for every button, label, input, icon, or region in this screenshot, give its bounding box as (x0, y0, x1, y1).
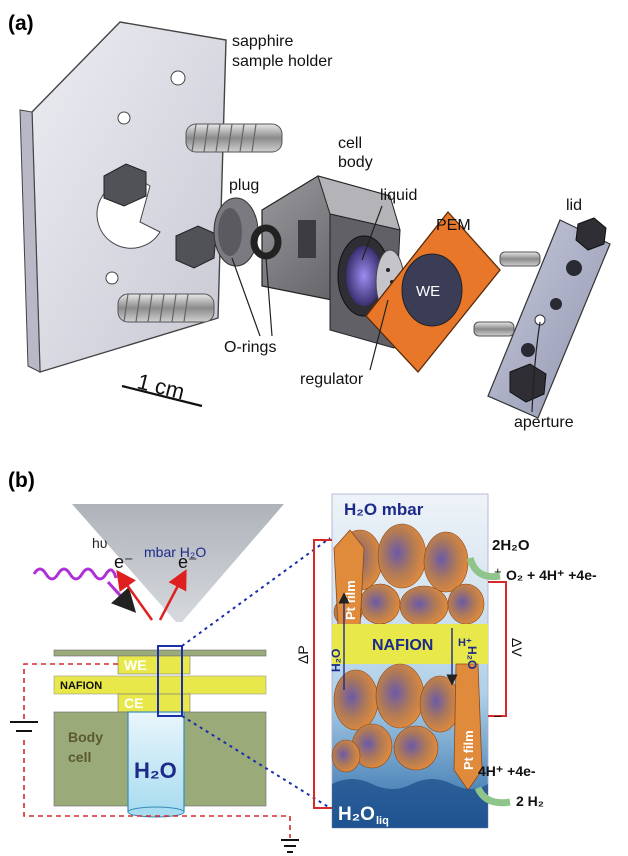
electron-arrow-right (158, 569, 187, 621)
body-label-2: cell (68, 749, 91, 765)
electron-arrow-left (116, 569, 154, 621)
reaction-top-b: O₂ + 4H⁺ +4e- (506, 567, 597, 583)
body-label-1: Body (68, 729, 103, 745)
oring-pointer-1 (231, 257, 261, 337)
vacuum-cone (72, 504, 284, 622)
aperture-pointer (531, 321, 541, 413)
scale-label: 1 cm (135, 369, 187, 405)
cell-label-1: cell (338, 135, 362, 152)
regulator-label: regulator (300, 371, 364, 388)
we-layer (117, 655, 191, 675)
pem-label: PEM (436, 217, 471, 234)
cell-label-2: body (338, 154, 373, 171)
cone-label: mbar H₂O (144, 544, 206, 560)
zoom-panel: Pt film NAFION Pt film H₂O H₂O H⁺ H₂O mb… (329, 493, 489, 829)
dp-bracket (313, 539, 332, 809)
liquid-water-label: H₂O (338, 804, 375, 825)
h2o-up-label: H₂O (329, 649, 343, 672)
green-arrow-bottom (474, 786, 511, 807)
ground-symbol (10, 721, 299, 853)
liquid-water-sub: liq (376, 815, 389, 827)
o-ring (250, 224, 282, 260)
pt-film-top-label: Pt film (343, 580, 358, 620)
photon-wave (32, 567, 118, 581)
dp-label: ΔP (295, 645, 311, 664)
panel-a-tag: (a) (8, 12, 34, 35)
left-schematic: mbar H₂O hυ e⁻ e⁻ WE NAFION CE Body cell… (32, 504, 284, 818)
plus-sign: + (494, 564, 502, 579)
regulator-pointer (369, 299, 389, 371)
reaction-bottom-a: 4H⁺ +4e- (478, 763, 536, 779)
oring-pointer-2 (265, 257, 273, 337)
ce-label: CE (124, 695, 143, 711)
plug-label: plug (229, 177, 259, 194)
holder-label-1: sapphire (232, 33, 293, 50)
nafion-label-right: NAFION (372, 637, 433, 654)
reaction-bottom-b: 2 H₂ (516, 793, 544, 809)
electron-label-2: e⁻ (178, 552, 198, 572)
we-label-a: WE (416, 283, 440, 300)
liquid-pointer (361, 205, 383, 261)
pem-membrane: WE (365, 210, 501, 373)
dv-bracket (488, 581, 507, 717)
photon-label: hυ (92, 535, 107, 551)
water-label: H₂O (134, 758, 177, 783)
liquid-label: liquid (380, 187, 417, 204)
zoom-line-bottom (181, 715, 331, 809)
zoom-box (157, 645, 183, 717)
circuit (23, 663, 291, 838)
zoom-line-top (181, 537, 331, 647)
holder-label-2: sample holder (232, 53, 333, 70)
electron-label-1: e⁻ (114, 552, 134, 572)
lid (473, 217, 611, 419)
screws (103, 123, 283, 323)
nafion-label-left: NAFION (60, 680, 102, 692)
scale-bar (121, 384, 203, 408)
pt-particles-bottom (331, 663, 461, 773)
hplus-label: H⁺ (458, 637, 472, 649)
h2o-down-label: H₂O (465, 646, 479, 669)
vapor-label: H₂O mbar (344, 500, 424, 519)
panel-b-tag: (b) (8, 469, 35, 492)
nafion-zoom-band (332, 624, 488, 664)
dv-label: ΔV (509, 638, 525, 657)
lid-label: lid (566, 197, 582, 214)
green-arrow-top (466, 556, 501, 581)
aperture-label: aperture (514, 414, 574, 431)
photon-arrow (106, 580, 137, 613)
orings-label: O-rings (224, 339, 276, 356)
reaction-top-a: 2H₂O (492, 537, 530, 554)
we-label-b: WE (124, 657, 147, 673)
pt-film-bottom-label: Pt film (461, 730, 476, 770)
minus-sign: – (494, 708, 502, 723)
